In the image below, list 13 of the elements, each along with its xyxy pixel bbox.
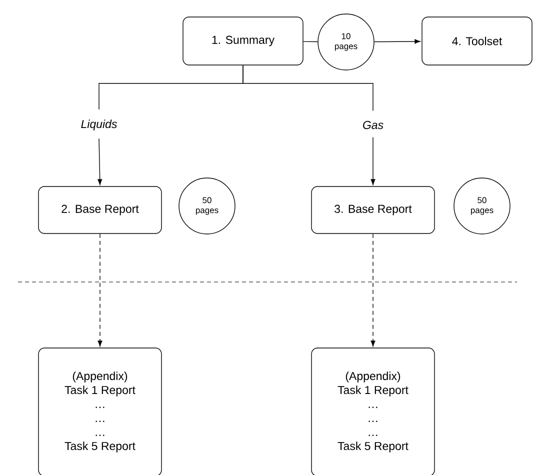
connector-arrow — [98, 138, 102, 185]
report-box: 1. Summary — [182, 16, 304, 66]
branch-label: Liquids — [81, 120, 117, 130]
report-box: (Appendix) Task 1 Report … … … Task 5 Report — [311, 348, 435, 475]
connector-arrow — [370, 136, 376, 185]
report-box: 2. Base Report — [38, 186, 162, 234]
report-box: 4. Toolset — [422, 16, 532, 66]
connector-arrow — [374, 39, 420, 44]
report-box: 3. Base Report — [311, 186, 435, 234]
connector-arrow — [98, 234, 102, 346]
report-box: (Appendix) Task 1 Report … … … Task 5 Report — [38, 348, 162, 475]
connector-arrow — [370, 234, 376, 346]
branch-label: Gas — [363, 120, 384, 130]
